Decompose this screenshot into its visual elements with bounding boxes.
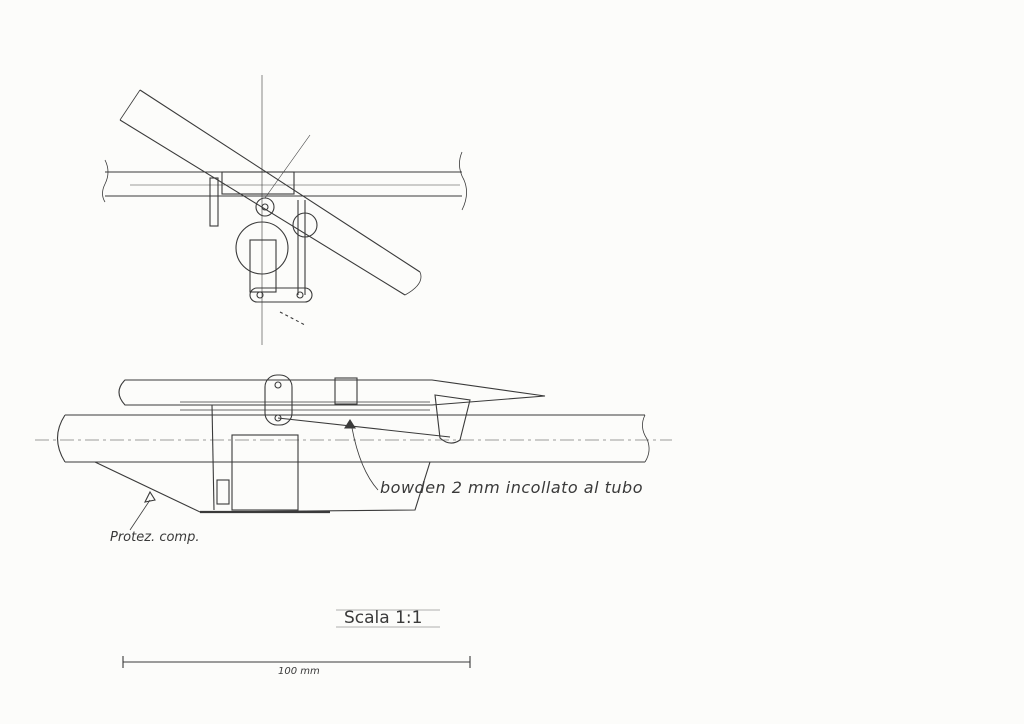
main-tube-break [642,414,650,463]
scale-bar-label: 100 mm [278,666,320,677]
servo-body [249,239,277,293]
link-pin-2 [296,291,304,299]
side-view [35,374,672,531]
side-bracket [209,177,219,227]
bowden-leader [351,427,379,491]
arm-pin [274,381,282,389]
cross-tube [105,171,462,197]
leader-line [264,134,311,199]
upper-tube [118,379,546,406]
arm [264,374,293,426]
link-pin [256,291,264,299]
rods [180,401,430,411]
tube-break-marks [102,151,467,211]
diagonal-break-marks [119,89,422,296]
block [334,377,358,405]
protection-arrowhead [144,490,156,503]
protection-label: Protez. comp. [110,530,200,545]
bowden-cable [277,417,451,438]
scale-annotation [122,609,471,668]
servo-box [231,434,299,511]
diagonal-tube [119,89,421,296]
control-horn [434,394,471,444]
scale-label: Scala 1:1 [344,608,423,628]
link-bar [249,287,313,303]
bowden-label: bowden 2 mm incollato al tubo [380,478,643,497]
servo-wheel [235,221,289,275]
pivot-center [261,203,269,211]
top-view [102,75,467,345]
pivot [255,197,275,217]
mount-plate [221,171,295,195]
arrowhead [344,418,356,429]
main-tube [56,414,645,463]
vertical-rod [211,404,215,511]
clamp [216,479,230,505]
arc-line [279,311,306,326]
protection-leader [129,499,151,531]
